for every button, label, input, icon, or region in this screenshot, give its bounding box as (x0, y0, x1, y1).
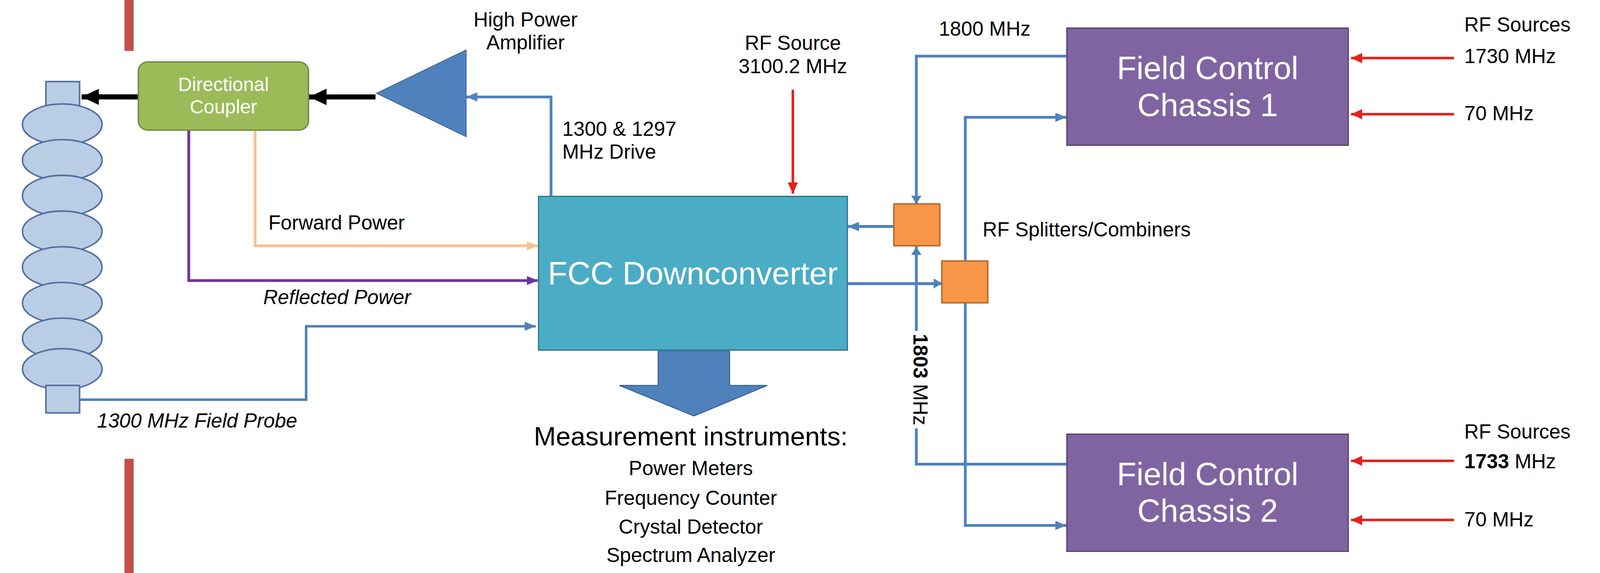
amplifier-triangle: High Power Amplifier (375, 48, 467, 138)
signal-connector (255, 130, 538, 247)
signal-connector (848, 283, 1067, 526)
signal-label: 1300 MHz Field Probe (96, 409, 298, 433)
node-label: High Power Amplifier (460, 8, 591, 55)
frequency-label: 70 MHz (1464, 102, 1534, 126)
list-heading: Measurement instruments: (533, 421, 849, 452)
signal-connector (848, 226, 1067, 465)
source-label: RF Sources (1464, 13, 1571, 37)
rf-source-arrow (1351, 56, 1455, 60)
list-item: Spectrum Analyzer (606, 543, 776, 568)
frequency-label: 1733 MHz (1464, 450, 1557, 474)
list-item: Crystal Detector (618, 515, 763, 539)
arrow-head (933, 278, 942, 289)
signal-connector (309, 94, 376, 100)
cavity-illustration (22, 81, 103, 414)
edge-label: Reflected Power (263, 285, 412, 310)
rf-splitter (893, 204, 940, 246)
rf-source-arrow (1351, 518, 1455, 522)
chassis-box: Field Control Chassis 2 (1066, 433, 1349, 553)
signal-connector (188, 130, 538, 281)
power-feed-arrow (81, 94, 138, 100)
edge-label: 1803 MHz (907, 331, 934, 429)
node-label: Field Control Chassis 1 (1075, 49, 1340, 124)
node-label: FCC Downconverter (547, 255, 838, 293)
frequency-label: 1730 MHz (1464, 44, 1557, 69)
rf-source-arrow (1351, 112, 1455, 116)
signal-connector (466, 96, 552, 196)
field-probe-line (79, 326, 536, 400)
arrow-head (911, 195, 922, 205)
list-item: Frequency Counter (604, 486, 778, 511)
component-label: RF Splitters/Combiners (982, 218, 1191, 242)
slide-bar (124, 0, 134, 51)
chassis-box: Field Control Chassis 1 (1066, 27, 1349, 146)
node-label: Field Control Chassis 2 (1075, 456, 1340, 530)
rf-source-arrow (1351, 459, 1455, 463)
signal-connector (848, 56, 1067, 227)
slide-bar (124, 458, 134, 573)
amplifier-symbol (375, 48, 467, 138)
arrow-head (911, 246, 922, 256)
frequency-label: 70 MHz (1464, 508, 1534, 532)
edge-label: Forward Power (268, 211, 405, 235)
source-label: RF Sources (1464, 420, 1571, 444)
downconverter-box: FCC Downconverter (537, 195, 849, 351)
node-label: Directional Coupler (147, 73, 300, 119)
rf-splitter (941, 261, 988, 303)
list-item: Power Meters (628, 456, 753, 481)
coupler-box: Directional Coupler (137, 61, 310, 131)
output-block-arrow (619, 350, 768, 417)
signal-connector (848, 117, 1067, 285)
source-label: RF Source 3100.2 MHz (729, 31, 857, 78)
edge-label: 1800 MHz (938, 17, 1031, 41)
edge-label: 1300 & 1297 MHz Drive (562, 117, 700, 164)
rf-source-arrow (791, 89, 795, 194)
